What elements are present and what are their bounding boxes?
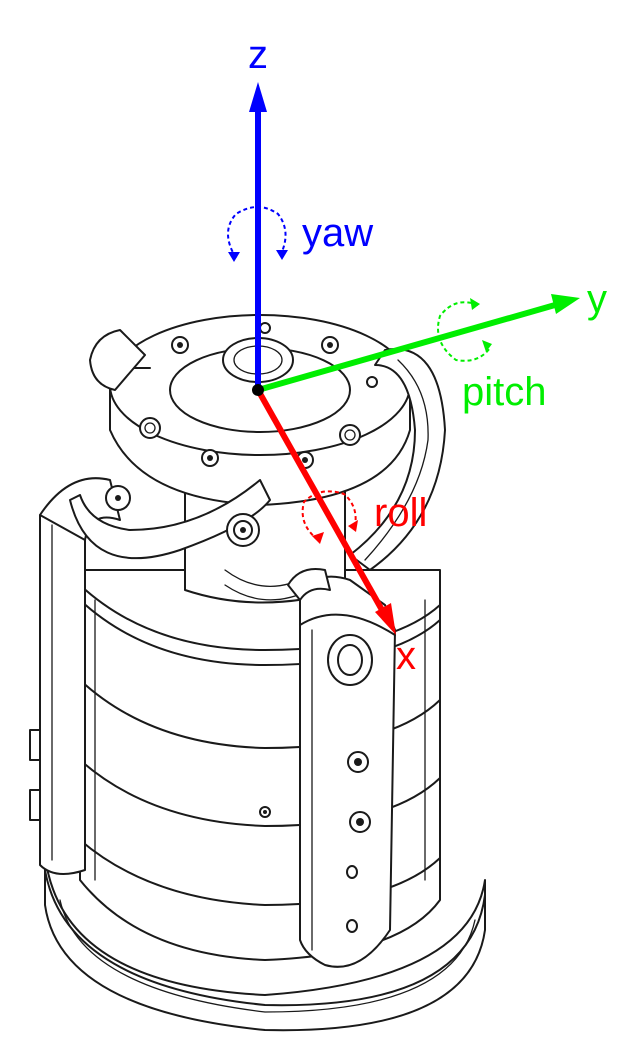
gimbal-arm-right <box>349 348 446 571</box>
roll-rotation-icon <box>301 490 358 544</box>
x-axis <box>255 388 396 635</box>
device-drawing <box>29 314 486 1032</box>
gimbal-arm-left <box>69 329 271 560</box>
pitch-rotation-icon <box>437 298 492 362</box>
pitch-label: pitch <box>462 370 547 414</box>
origin-point <box>252 384 264 396</box>
z-axis <box>249 82 267 390</box>
yaw-label: yaw <box>302 211 373 255</box>
x-axis-label: x <box>396 634 416 678</box>
roll-label: roll <box>374 491 427 535</box>
z-axis-label: z <box>248 33 268 77</box>
y-axis-label: y <box>587 277 607 321</box>
neck <box>184 469 346 604</box>
yaw-rotation-icon <box>227 206 288 262</box>
y-axis <box>257 294 580 393</box>
base-plate <box>44 854 486 1032</box>
front-arm <box>287 568 396 968</box>
